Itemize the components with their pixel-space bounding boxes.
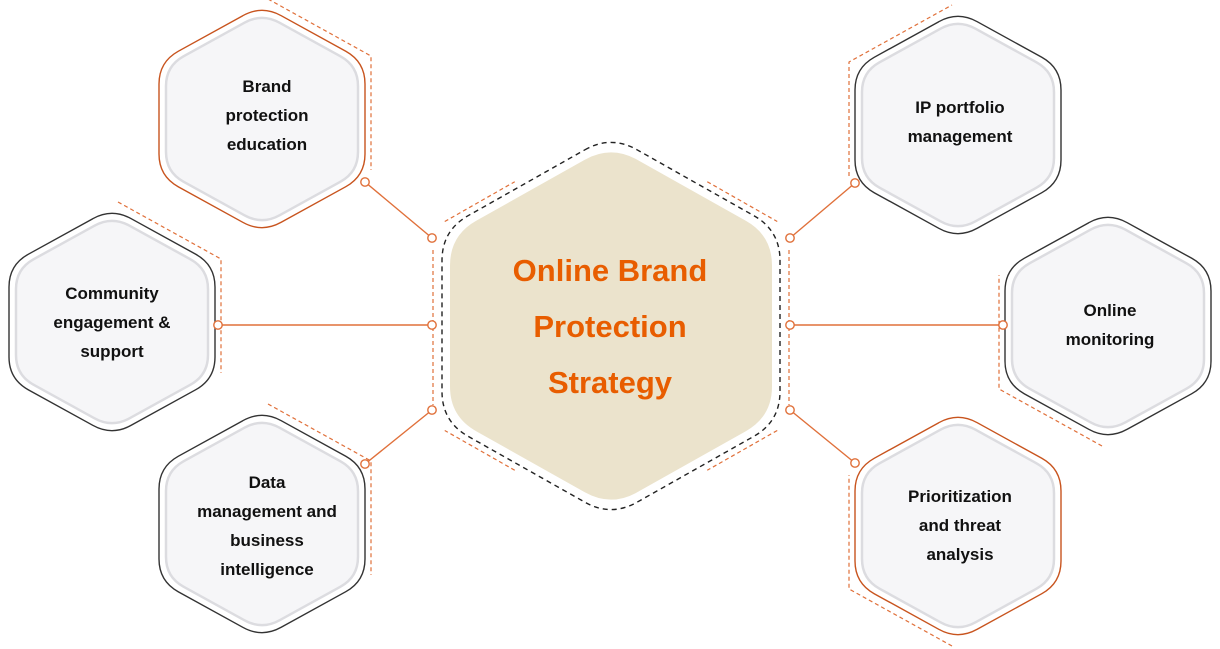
connector-prioritization-threat-analysis	[789, 409, 856, 464]
node-label-community-engagement-support: Community engagement & support	[32, 252, 192, 392]
connector-dot	[213, 320, 223, 330]
connector-data-management-business-intelligence	[364, 409, 433, 465]
connector-dot	[427, 233, 437, 243]
node-label-line: and threat	[918, 515, 1002, 535]
node-label-prioritization-threat-analysis: Prioritization and threat analysis	[880, 455, 1040, 595]
connector-dot	[785, 233, 795, 243]
node-label-line: Online	[1083, 301, 1137, 320]
node-label-line: engagement &	[53, 312, 171, 332]
node-hexagon-online-monitoring-inner	[1010, 223, 1206, 429]
connector-ip-portfolio-management	[789, 182, 856, 239]
node-label-ip-portfolio-management: IP portfolio management	[880, 52, 1040, 192]
connector-dot	[998, 320, 1008, 330]
node-label-line: support	[80, 341, 144, 361]
decorative-dashed-outline	[848, 4, 953, 176]
node-label-line: business	[230, 531, 304, 550]
node-label-line: management	[907, 127, 1013, 146]
node-label-line: Community	[65, 283, 159, 303]
connector-dot	[850, 178, 860, 188]
node-label-line: Brand	[242, 76, 292, 96]
node-label-line: monitoring	[1065, 330, 1155, 349]
node-label-line: Prioritization	[908, 486, 1012, 506]
node-label-line: intelligence	[220, 560, 314, 579]
node-hexagon-ip-portfolio-management-inner	[860, 22, 1056, 228]
node-hexagon-brand-protection-education-inner	[164, 16, 360, 222]
node-label-line: education	[226, 134, 308, 154]
node-label-line: management and	[197, 502, 337, 521]
node-hexagon-prioritization-threat-analysis-inner	[860, 423, 1056, 629]
node-label-brand-protection-education: Brand protection education	[187, 45, 347, 185]
center-label-line: Strategy	[547, 365, 673, 400]
connector-brand-protection-education	[364, 181, 433, 239]
node-label-online-monitoring: Online monitoring	[1030, 255, 1190, 395]
node-hexagon-community-engagement-support-inner	[14, 219, 210, 425]
node-label-line: IP portfolio	[915, 98, 1005, 117]
connector-dot	[785, 405, 795, 415]
node-label-data-management-business-intelligence: Data management and business intelligenc…	[182, 456, 352, 596]
node-label-line: analysis	[926, 544, 994, 564]
connector-dot	[850, 458, 860, 468]
connector-dot	[427, 320, 437, 330]
node-label-line: Data	[248, 473, 286, 492]
node-hexagon-data-management-business-intelligence-inner	[164, 421, 360, 627]
connector-dot	[360, 459, 370, 469]
node-label-line: protection	[225, 105, 309, 125]
center-label-line: Online Brand	[512, 253, 708, 288]
connector-dot	[360, 177, 370, 187]
center-hexagon	[450, 152, 772, 500]
connector-dot	[785, 320, 795, 330]
center-label-line: Protection	[533, 309, 687, 344]
center-label: Online Brand Protection Strategy	[490, 237, 730, 417]
connector-dot	[427, 405, 437, 415]
